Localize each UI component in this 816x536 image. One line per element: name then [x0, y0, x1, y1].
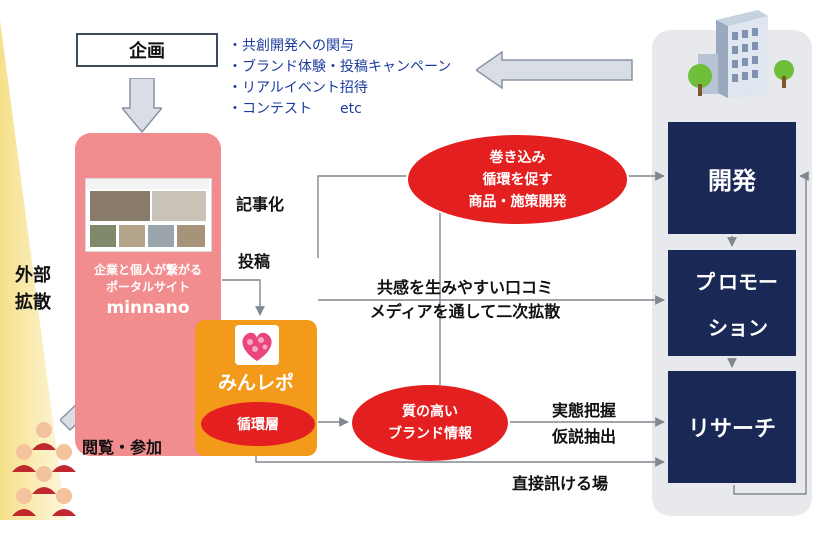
- involve-line-2: 循環を促す: [482, 171, 553, 188]
- circulation-layer-label: 循環層: [237, 417, 279, 433]
- research-note-1: 実態把握: [552, 401, 617, 420]
- browse-participate-label: 閲覧・参加: [82, 438, 163, 457]
- research-note-2: 仮説抽出: [552, 427, 617, 446]
- portal-screenshot-image: [85, 178, 212, 252]
- quality-line-2: ブランド情報: [388, 426, 472, 442]
- quality-info-ellipse: 質の高い ブランド情報: [352, 385, 508, 461]
- article-label: 記事化: [236, 195, 285, 214]
- portal-name: minnano: [106, 298, 190, 318]
- external-expansion-line-2: 拡散: [15, 292, 51, 313]
- plan-bullet-2: ・ブランド体験・投稿キャンペーン: [228, 59, 452, 75]
- promotion-label-3: ション: [708, 316, 768, 340]
- minrepo-logo-icon: [235, 325, 279, 365]
- portal-description-line-1: 企業と個人が繋がる: [93, 263, 202, 277]
- research-box: リサーチ: [668, 371, 796, 483]
- research-notes: 実態把握 仮説抽出: [552, 398, 616, 450]
- secondary-spread-line-2: メディアを通して二次拡散: [369, 302, 561, 321]
- post-label: 投稿: [238, 252, 271, 271]
- portal-description-line-2: ポータルサイト: [105, 280, 190, 294]
- plan-bullet-1: ・共創開発への関与: [228, 38, 354, 54]
- company-to-plan-arrow: [476, 50, 633, 90]
- involve-line-3: 商品・施策開発: [468, 193, 567, 210]
- secondary-spread-line-1: 共感を生みやすい口コミ: [376, 278, 553, 297]
- develop-box: 開発: [668, 122, 796, 234]
- external-expansion-label: 外部 拡散: [10, 262, 56, 316]
- plan-to-portal-arrow: [122, 78, 162, 134]
- company-building-icon: [688, 10, 794, 98]
- plan-box: 企画: [76, 33, 218, 67]
- involve-line-1: 巻き込み: [489, 149, 546, 166]
- minrepo-title: みんレポ: [217, 372, 294, 394]
- direct-ask-label: 直接訊ける場: [512, 474, 609, 493]
- portal-description: 企業と個人が繋がる ポータルサイト: [78, 262, 218, 296]
- quality-line-1: 質の高い: [402, 404, 458, 420]
- promotion-label-2: ロモー: [718, 270, 778, 294]
- research-label: リサーチ: [687, 417, 776, 442]
- circulation-layer-ellipse: 循環層: [201, 402, 315, 446]
- secondary-spread-text: 共感を生みやすい口コミ メディアを通して二次拡散: [340, 276, 590, 324]
- plan-bullet-4: ・コンテスト etc: [228, 101, 362, 117]
- develop-label: 開発: [708, 166, 756, 195]
- promotion-box: プ ロモー ション: [668, 250, 796, 356]
- users-group-icon: [12, 422, 76, 516]
- involve-circulation-ellipse: 巻き込み 循環を促す 商品・施策開発: [406, 133, 629, 226]
- promotion-label-1: プ: [695, 270, 715, 294]
- external-expansion-triangle: [0, 20, 66, 520]
- plan-bullet-3: ・リアルイベント招待: [228, 80, 368, 96]
- external-expansion-line-1: 外部: [15, 265, 51, 286]
